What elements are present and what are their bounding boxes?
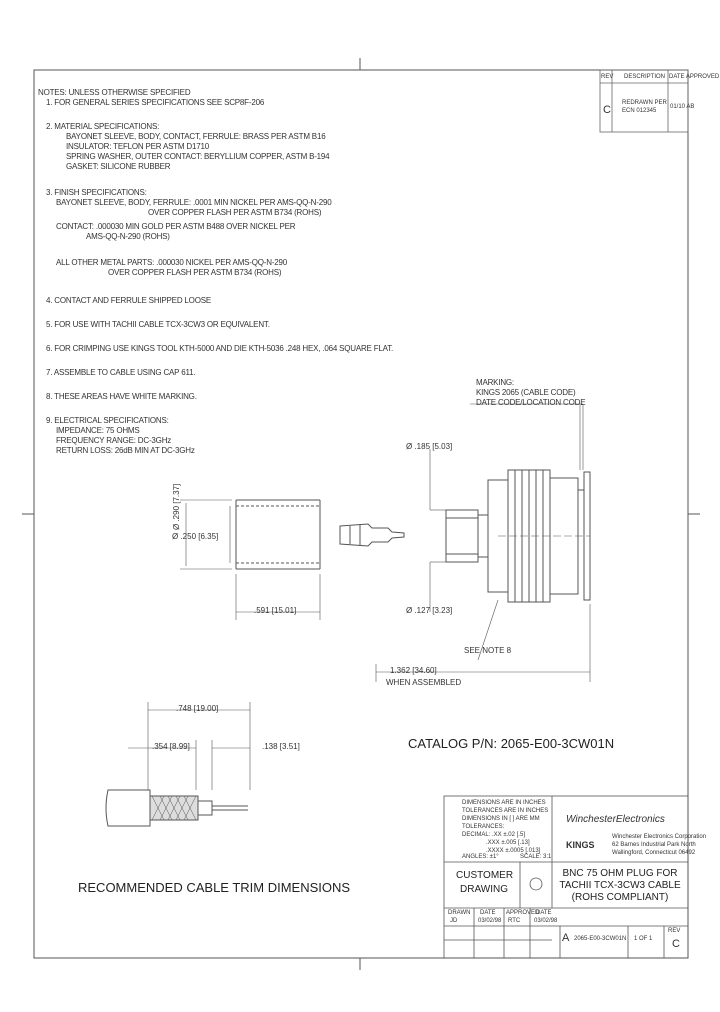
tol-line-3: DIMENSIONS IN [ ] ARE MM xyxy=(462,816,540,822)
title-line-1: BNC 75 OHM PLUG FOR xyxy=(562,868,678,879)
note-6: 6. FOR CRIMPING USE KINGS TOOL KTH-5000 … xyxy=(46,344,394,353)
drawn-by: JD xyxy=(450,918,458,924)
dim-inner-diameter: Ø .250 [6.35] xyxy=(172,532,219,541)
title-line-3: (ROHS COMPLIANT) xyxy=(571,892,669,903)
date-label-2: DATE xyxy=(536,910,552,916)
rev-date: 01/10 AB xyxy=(670,104,695,110)
notes-header: NOTES: UNLESS OTHERWISE SPECIFIED xyxy=(38,88,191,97)
approved-label: APPROVED xyxy=(506,910,540,916)
note-3f: OVER COPPER FLASH PER ASTM B734 (ROHS) xyxy=(108,268,282,277)
cable-drawing xyxy=(105,789,248,827)
note-9b: FREQUENCY RANGE: DC-3GHz xyxy=(56,436,172,445)
tol-line-1: DIMENSIONS ARE IN INCHES xyxy=(462,800,546,806)
dim-ferrule-length: .591 [15.01] xyxy=(254,606,297,615)
dim-assembled-note: WHEN ASSEMBLED xyxy=(386,678,462,687)
tol-line-2: TOLERANCES ARE IN INCHES xyxy=(462,808,549,814)
company-logo: WinchesterElectronics xyxy=(566,814,665,825)
company-division-3: Wallingford, Connecticut 06492 xyxy=(612,850,696,856)
drawn-label: DRAWN xyxy=(448,910,471,916)
revision-block xyxy=(599,69,689,133)
dim-trim-total: .748 [19.00] xyxy=(176,704,219,713)
dim-top-diameter: Ø .185 [5.03] xyxy=(406,442,453,451)
dim-outer-diameter: Ø .290 [7.37] xyxy=(172,483,181,530)
dim-trim-b: .138 [3.51] xyxy=(262,742,300,751)
note-2c: SPRING WASHER, OUTER CONTACT: BERYLLIUM … xyxy=(66,152,330,161)
rev-col-desc: DESCRIPTION xyxy=(624,74,666,80)
tol-scale: SCALE: 3:1 xyxy=(520,854,552,860)
rev-col-rev: REV xyxy=(601,74,614,80)
tol-line-7: .XXXX ±.0005 [.013] xyxy=(486,848,541,854)
diameter-leaders xyxy=(429,449,446,612)
note-2b: INSULATOR: TEFLON PER ASTM D1710 xyxy=(66,142,209,151)
company-division-1: Winchester Electronics Corporation xyxy=(612,834,707,840)
dim-assembled-length: 1.362 [34.60] xyxy=(390,666,437,675)
note-3d: AMS-QQ-N-290 (ROHS) xyxy=(86,232,170,241)
note-3c: CONTACT: .000030 MIN GOLD PER ASTM B488 … xyxy=(56,222,296,231)
tol-line-6: .XXX ±.005 [.13] xyxy=(486,840,530,846)
note-2: 2. MATERIAL SPECIFICATIONS: xyxy=(46,122,160,131)
tol-angles: ANGLES: ±1° xyxy=(462,854,499,860)
trim-dimensions-title: RECOMMENDED CABLE TRIM DIMENSIONS xyxy=(78,880,351,895)
bnc-connector-drawing xyxy=(487,469,591,603)
rev-value: C xyxy=(672,938,680,950)
note-1: 1. FOR GENERAL SERIES SPECIFICATIONS SEE… xyxy=(46,98,265,107)
trim-dimensions xyxy=(128,702,251,790)
tol-line-4: TOLERANCES: xyxy=(462,824,505,830)
rev-col-date: DATE APPROVED xyxy=(669,74,720,80)
approved-date: 03/02/98 xyxy=(534,918,558,924)
drawing-number: 2065-E00-3CW01N xyxy=(574,936,627,942)
crimp-ferrule-drawing xyxy=(445,509,489,563)
rev-letter: C xyxy=(603,104,611,116)
note-9: 9. ELECTRICAL SPECIFICATIONS: xyxy=(46,416,169,425)
note-3a: BAYONET SLEEVE, BODY, FERRULE: .0001 MIN… xyxy=(56,198,332,207)
note-9a: IMPEDANCE: 75 OHMS xyxy=(56,426,140,435)
note-3b: OVER COPPER FLASH PER ASTM B734 (ROHS) xyxy=(148,208,322,217)
rev-desc-2: ECN 012345 xyxy=(622,108,657,114)
kings-brand: KINGS xyxy=(566,840,595,850)
note-3e: ALL OTHER METAL PARTS: .000030 NICKEL PE… xyxy=(56,258,288,267)
company-division-2: 62 Barnes Industrial Park North xyxy=(612,842,696,848)
contact-pin-drawing xyxy=(339,523,405,547)
note-4: 4. CONTACT AND FERRULE SHIPPED LOOSE xyxy=(46,296,211,305)
marking-line-3: DATE CODE/LOCATION CODE xyxy=(476,398,586,407)
rev-desc-1: REDRAWN PER xyxy=(622,100,667,106)
title-line-2: TACHII TCX-3CW3 CABLE xyxy=(559,880,681,891)
dim-bottom-diameter: Ø .127 [3.23] xyxy=(406,606,453,615)
catalog-number: CATALOG P/N: 2065-E00-3CW01N xyxy=(408,736,615,751)
drawing-label: DRAWING xyxy=(460,884,508,895)
note-5: 5. FOR USE WITH TACHII CABLE TCX-3CW3 OR… xyxy=(46,320,270,329)
see-note-label: SEE NOTE 8 xyxy=(464,646,512,655)
zone-marks xyxy=(22,58,700,970)
note-3: 3. FINISH SPECIFICATIONS: xyxy=(46,188,147,197)
assembled-dimension xyxy=(375,599,591,682)
customer-label: CUSTOMER xyxy=(456,870,514,881)
note-8: 8. THESE AREAS HAVE WHITE MARKING. xyxy=(46,392,197,401)
note-2d: GASKET: SILICONE RUBBER xyxy=(66,162,171,171)
marking-label: MARKING: xyxy=(476,378,514,387)
marking-line-2: KINGS 2065 (CABLE CODE) xyxy=(476,388,576,397)
ferrule-drawing xyxy=(180,499,321,620)
dim-trim-a: .354 [8.99] xyxy=(152,742,190,751)
projection-symbol xyxy=(529,877,543,891)
note-7: 7. ASSEMBLE TO CABLE USING CAP 611. xyxy=(46,368,196,377)
sheet-number: 1 OF 1 xyxy=(634,936,653,942)
note-2a: BAYONET SLEEVE, BODY, CONTACT, FERRULE: … xyxy=(66,132,326,141)
marking-leaders xyxy=(470,403,584,470)
approved-by: RTC xyxy=(508,918,521,924)
rev-label: REV xyxy=(668,928,681,934)
title-block-frame xyxy=(443,795,689,959)
note-9c: RETURN LOSS: 26dB MIN AT DC-3GHz xyxy=(56,446,195,455)
drawn-date: 03/02/98 xyxy=(478,918,502,924)
sheet-size: A xyxy=(562,932,570,944)
tol-line-5: DECIMAL: .XX ±.02 [.5] xyxy=(462,832,525,838)
date-label: DATE xyxy=(480,910,496,916)
